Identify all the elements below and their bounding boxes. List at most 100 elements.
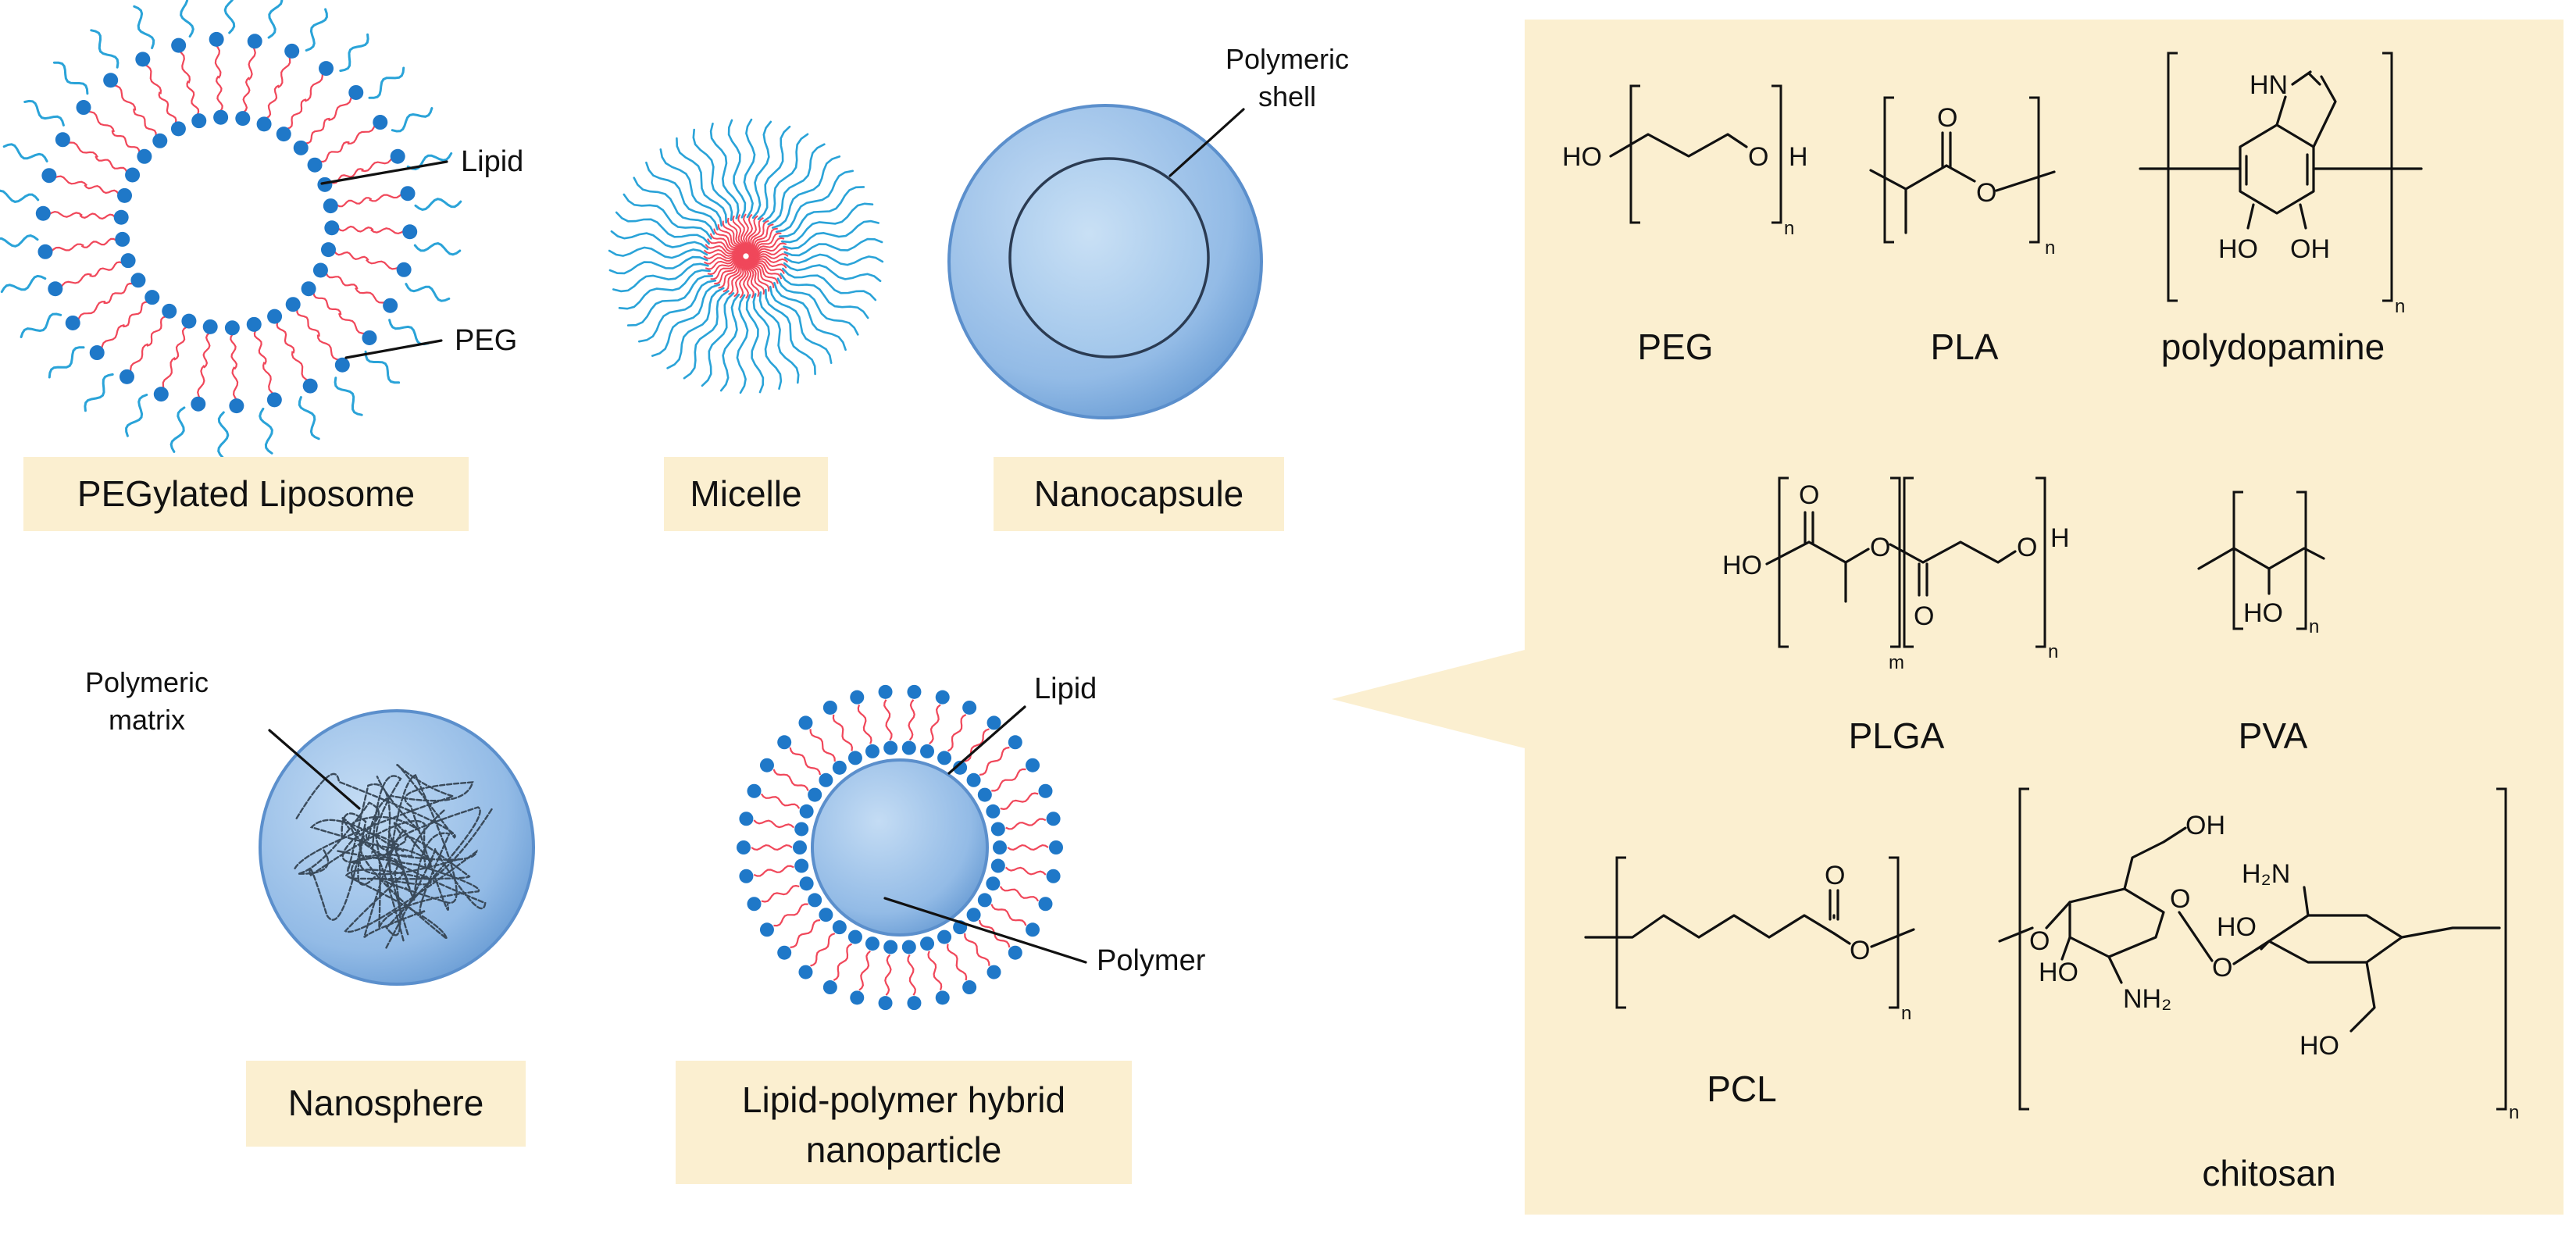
micelle-core-chain [743, 259, 749, 299]
micelle-core-chain [737, 214, 748, 254]
micelle-corona-chain [659, 148, 723, 227]
lipid-tail [810, 933, 836, 967]
caption-text: Nanocapsule [1034, 473, 1244, 514]
peg-chain [298, 396, 320, 441]
liposome-peg-label: PEG [455, 324, 517, 357]
micelle-core-chain [747, 217, 764, 255]
lipid-head [794, 858, 809, 873]
lipid-tail [133, 109, 157, 137]
lipid-tail [753, 819, 795, 829]
peg-chain [406, 152, 453, 171]
lipid-tail [790, 919, 821, 949]
matrix-strand [298, 801, 460, 876]
lipid-head [850, 990, 865, 1005]
micelle-core-chain [707, 255, 744, 276]
lipid-head [878, 684, 893, 699]
lipid-head [1008, 735, 1022, 750]
subscript-n: n [1901, 1003, 1911, 1024]
micelle-core-chain [748, 256, 787, 269]
lipid-head [907, 684, 922, 699]
lipid-head [737, 840, 751, 854]
matrix-label-line1: Polymeric [85, 666, 209, 698]
shell-label-line1: Polymeric [1226, 43, 1349, 75]
lipid-head [323, 198, 338, 214]
lipid-tail [789, 747, 822, 776]
atom-o2: O [1870, 533, 1890, 562]
peg-chain [180, 0, 194, 38]
lipid-tail [964, 933, 990, 966]
lipid-head [937, 929, 952, 944]
peg-chain [405, 283, 451, 302]
lipid-head [819, 772, 833, 787]
micelle-corona-chain [608, 246, 708, 259]
caption-box [664, 457, 828, 531]
lipid-head [35, 205, 51, 221]
lipid-tail [772, 769, 809, 791]
lipid-head [798, 715, 813, 730]
micelle-diagram [608, 118, 884, 394]
lipid-head [739, 812, 754, 826]
lipid-head [990, 822, 1005, 837]
micelle-core-chain [748, 242, 787, 258]
shell-leader-line [1168, 108, 1245, 177]
caption-box [676, 1061, 1132, 1184]
lipid-head [799, 804, 814, 819]
lipid-head [266, 392, 282, 408]
peg-chain [223, 0, 236, 34]
peg-chain [84, 373, 114, 412]
micelle-core-chain [710, 257, 744, 280]
lipid-tail [319, 141, 350, 163]
micelle-core-chain [722, 258, 745, 293]
peg-chain [305, 8, 328, 52]
lipid-head [396, 262, 412, 277]
micelle-corona-chain [608, 255, 708, 275]
lipid-head [1046, 869, 1061, 883]
lipid-tail [84, 184, 120, 194]
subscript-n: n [2309, 616, 2319, 637]
pegylated-liposome-diagram [0, 0, 462, 459]
lipid-head [1026, 922, 1040, 937]
matrix-strand [294, 764, 456, 870]
lipid-tail [760, 793, 801, 809]
lipid-head [822, 980, 837, 995]
lipid-head [171, 37, 187, 53]
caption-micelle: Micelle [664, 457, 828, 531]
lipid-head [1049, 840, 1063, 854]
micelle-corona-chain [782, 267, 877, 301]
lipid-head [953, 760, 968, 775]
atom-ho2: HO [2217, 912, 2257, 942]
atom-o-carbonyl: O [1825, 861, 1845, 890]
shell-label-line2: shell [1258, 80, 1316, 112]
lipid-head [312, 262, 328, 278]
nanosphere-diagram: Polymeric matrix [85, 666, 535, 986]
peg-chain [414, 198, 462, 211]
lipid-head [246, 316, 262, 332]
lipid-head [808, 787, 822, 802]
lipid-head [777, 945, 792, 960]
atom-ho: HO [2218, 234, 2258, 264]
lipid-tail [1007, 844, 1049, 851]
lipid-tail [242, 77, 251, 113]
lipid-head [966, 908, 981, 922]
lipid-head [89, 345, 105, 361]
micelle-corona-chain [709, 123, 740, 219]
lipid-head [383, 298, 398, 313]
lipid-head [137, 148, 152, 164]
polymeric-matrix-strands [294, 764, 493, 949]
polymer-name: PEG [1637, 326, 1713, 367]
peg-chain [125, 394, 148, 437]
lipid-tail [266, 84, 280, 120]
lipid-head [235, 111, 251, 127]
micelle-core-chain [747, 259, 770, 292]
lipid-head [302, 378, 318, 394]
micelle-corona-chain [773, 281, 847, 351]
lipid-head [103, 73, 119, 88]
lipid-tail [753, 865, 794, 877]
lipid-head [117, 187, 133, 203]
lipid-head [977, 787, 992, 802]
lipid-tail [296, 309, 320, 337]
lipid-head [76, 100, 91, 116]
micelle-corona-chain [783, 219, 879, 250]
lipid-tail [123, 301, 148, 328]
atom-o1: O [1799, 480, 1819, 510]
